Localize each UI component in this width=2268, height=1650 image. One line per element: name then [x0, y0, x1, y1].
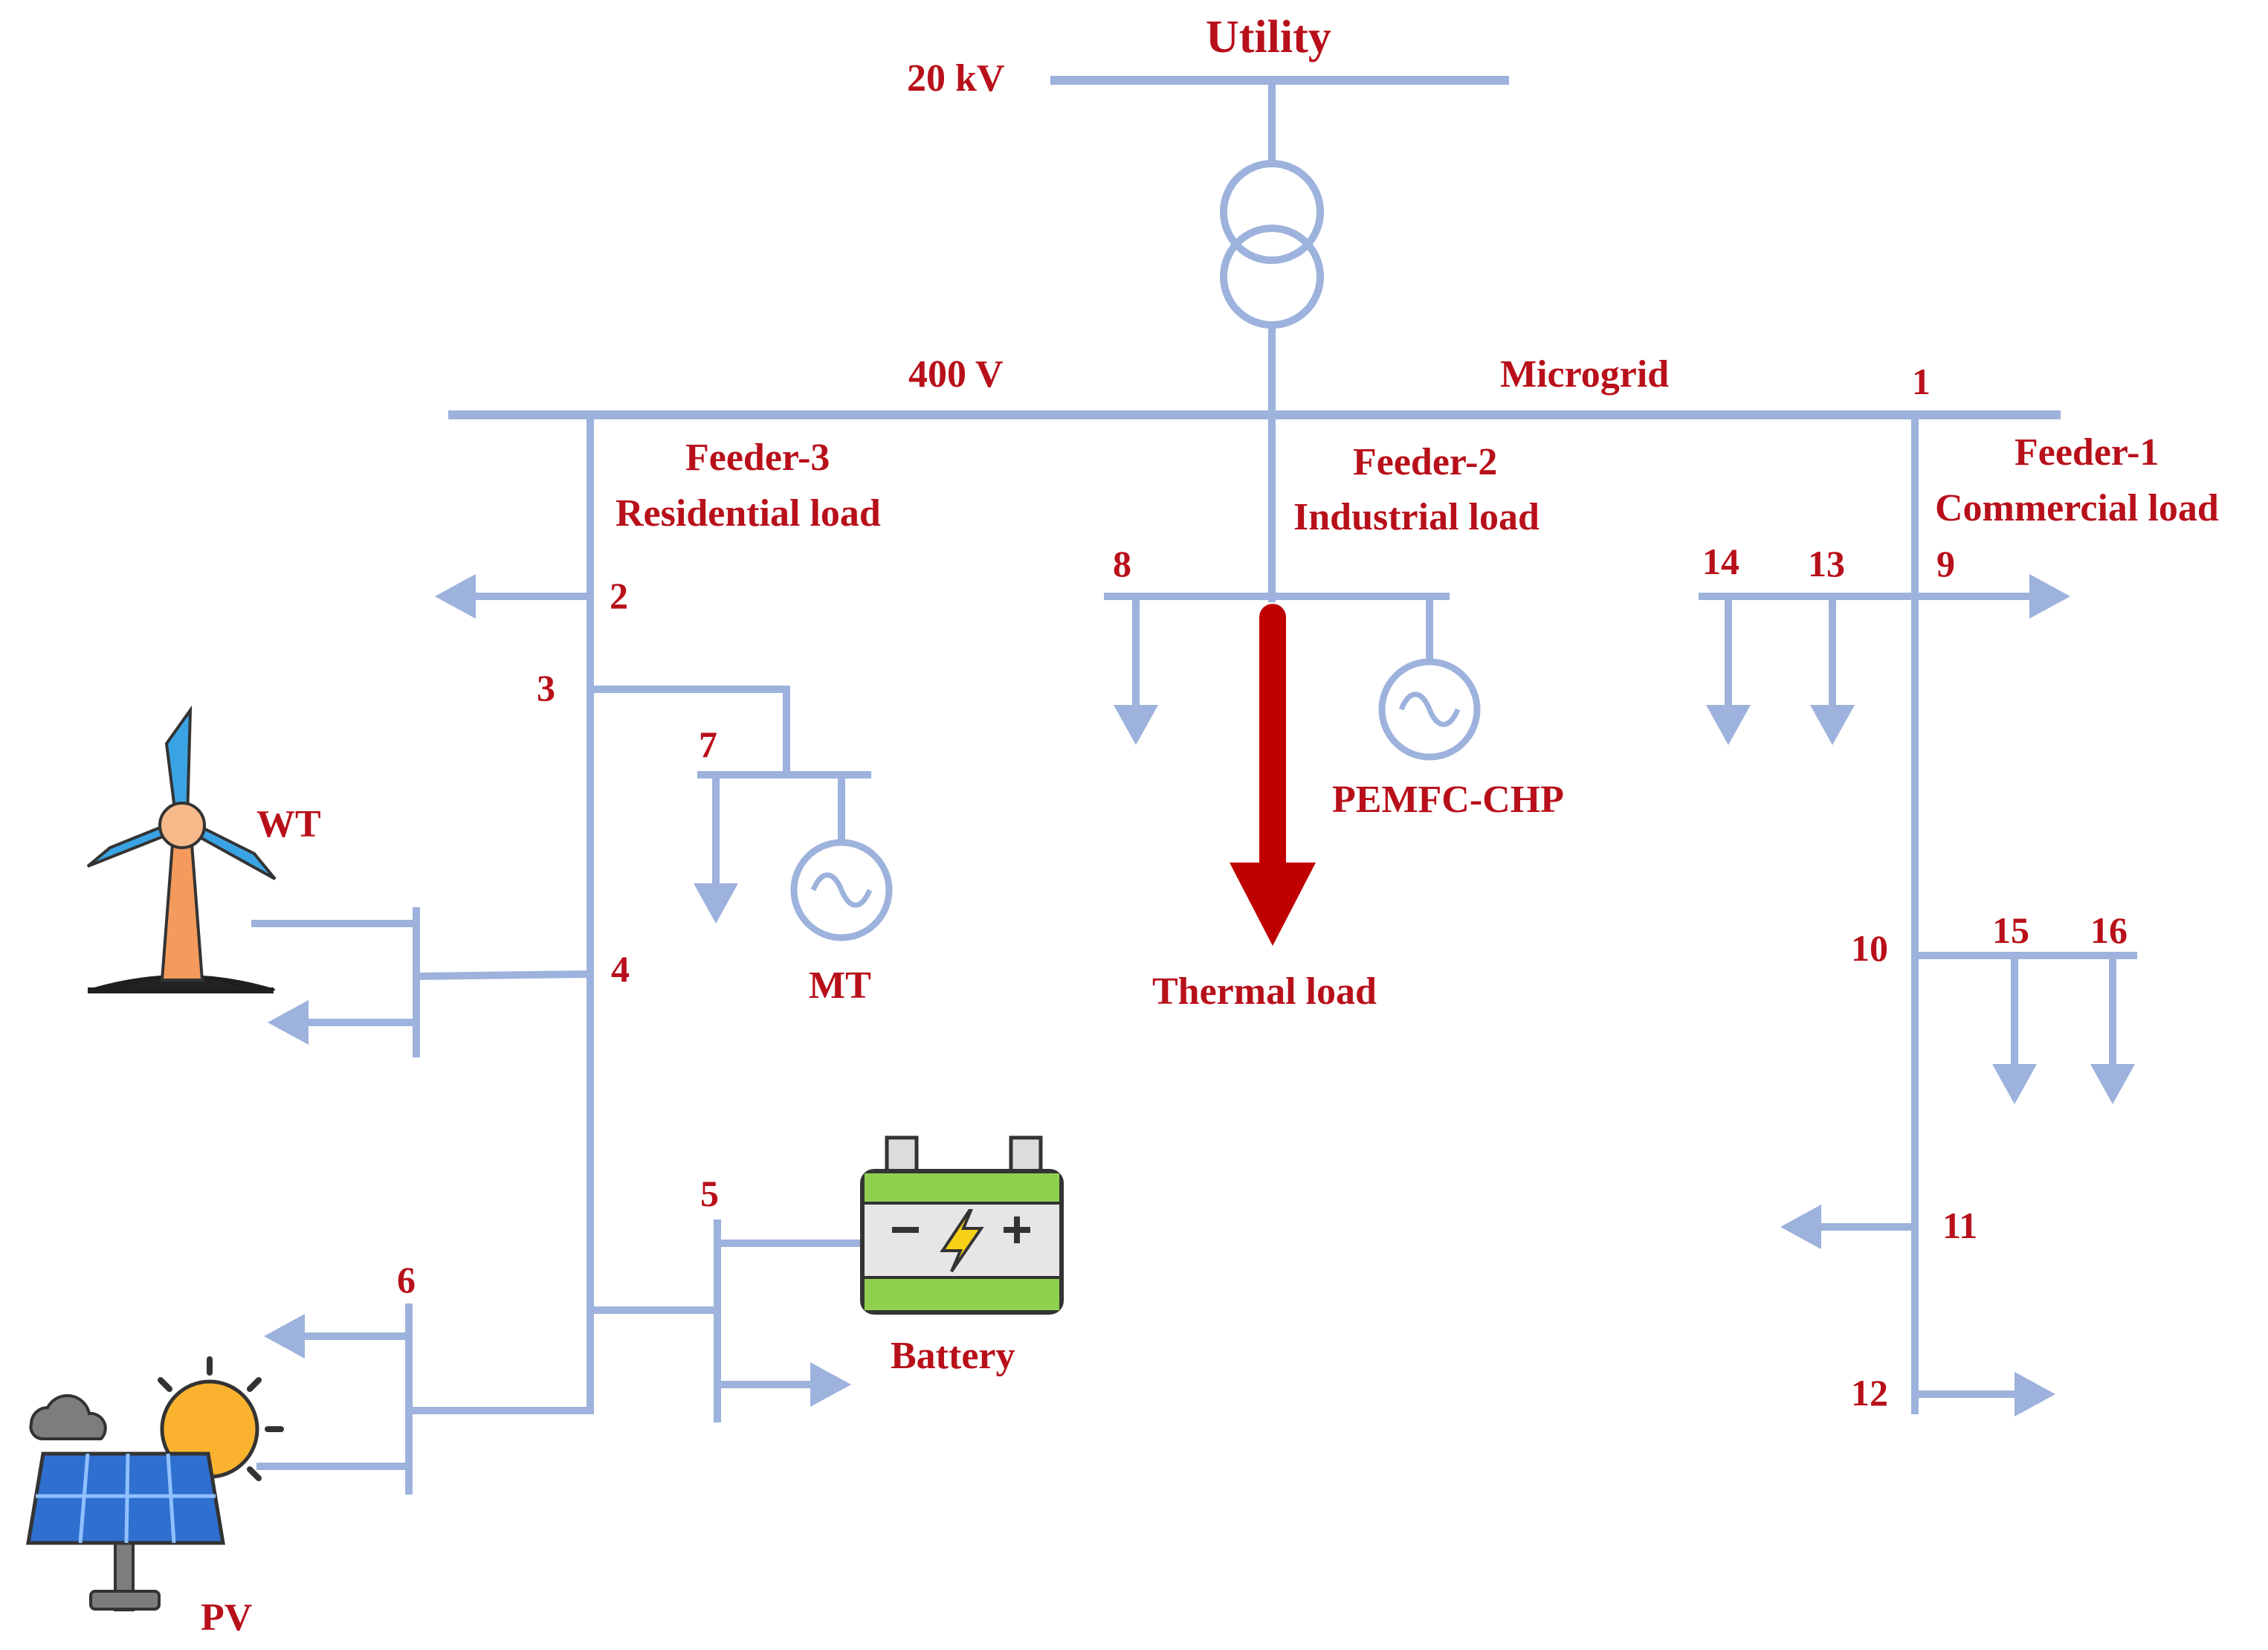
- bus-1-label: 1: [1912, 361, 1931, 402]
- bus-8-label: 8: [1113, 543, 1131, 584]
- wt-load-arrow: [268, 1000, 308, 1045]
- bus-14-load-arrow: [1706, 705, 1751, 745]
- bus-6-load-arrow: [264, 1314, 305, 1359]
- generator-icon: [790, 839, 893, 941]
- bus-6-label: 6: [397, 1259, 416, 1301]
- hv-voltage-label: 20 kV: [907, 57, 1004, 100]
- generator-icon: [1378, 658, 1481, 761]
- bus-10-label: 10: [1851, 927, 1888, 969]
- feeder-3-name: Feeder-3: [685, 436, 830, 479]
- bus-3-label: 3: [537, 667, 555, 709]
- bus-14-label: 14: [1702, 541, 1739, 582]
- bus-4-branch: [416, 970, 591, 980]
- bus-12-label: 12: [1851, 1372, 1888, 1414]
- lightning-icon: [940, 1209, 984, 1273]
- lv-voltage-label: 400 V: [908, 353, 1004, 396]
- feeder-3-load: Residential load: [616, 492, 881, 535]
- pv-label: PV: [201, 1596, 252, 1639]
- bus-12-load-arrow: [2015, 1372, 2055, 1417]
- feeder-1-name: Feeder-1: [2015, 431, 2159, 474]
- bus-16-label: 16: [2090, 909, 2128, 951]
- bus-11-label: 11: [1942, 1205, 1977, 1246]
- cloud-icon: [29, 1393, 107, 1440]
- wt-label: WT: [256, 803, 321, 845]
- feeder-2-name: Feeder-2: [1353, 441, 1497, 483]
- battery-icon: [860, 1135, 1064, 1315]
- bus-9-load-arrow: [2029, 574, 2070, 619]
- bus-15-load-arrow: [1992, 1064, 2037, 1104]
- bus-15-label: 15: [1992, 909, 2029, 951]
- microgrid-label: Microgrid: [1500, 353, 1669, 396]
- bus-8-load-arrow: [1114, 705, 1158, 745]
- bus-11-load-arrow: [1780, 1205, 1821, 1249]
- transformer-icon: [1220, 160, 1324, 329]
- pemfc-label: PEMFC-CHP: [1332, 779, 1564, 821]
- bus-2-label: 2: [610, 575, 628, 616]
- battery-label: Battery: [891, 1335, 1015, 1377]
- bus-5-load-arrow: [810, 1362, 851, 1407]
- bus-4-label: 4: [611, 948, 630, 990]
- bus-13-label: 13: [1808, 543, 1845, 584]
- bus-16-load-arrow: [2090, 1064, 2135, 1104]
- mt-label: MT: [809, 964, 871, 1007]
- feeder-2-load: Industrial load: [1293, 496, 1540, 538]
- bus-3-branch: [590, 686, 790, 775]
- bus-5-label: 5: [700, 1173, 719, 1214]
- wind-turbine-icon: [86, 705, 277, 993]
- utility-label: Utility: [1206, 12, 1331, 62]
- feeder-1-load: Commercial load: [1935, 487, 2219, 529]
- bus-7-label: 7: [699, 724, 717, 765]
- bus-9-label: 9: [1936, 543, 1955, 584]
- thermal-load-arrow: [1230, 604, 1316, 946]
- bus-7-load-arrow: [694, 883, 738, 924]
- bus-2-load-arrow: [435, 574, 476, 619]
- pv-panel-icon: [26, 1451, 225, 1611]
- bus-13-load-arrow: [1810, 705, 1855, 745]
- thermal-load-label: Thermal load: [1152, 970, 1377, 1013]
